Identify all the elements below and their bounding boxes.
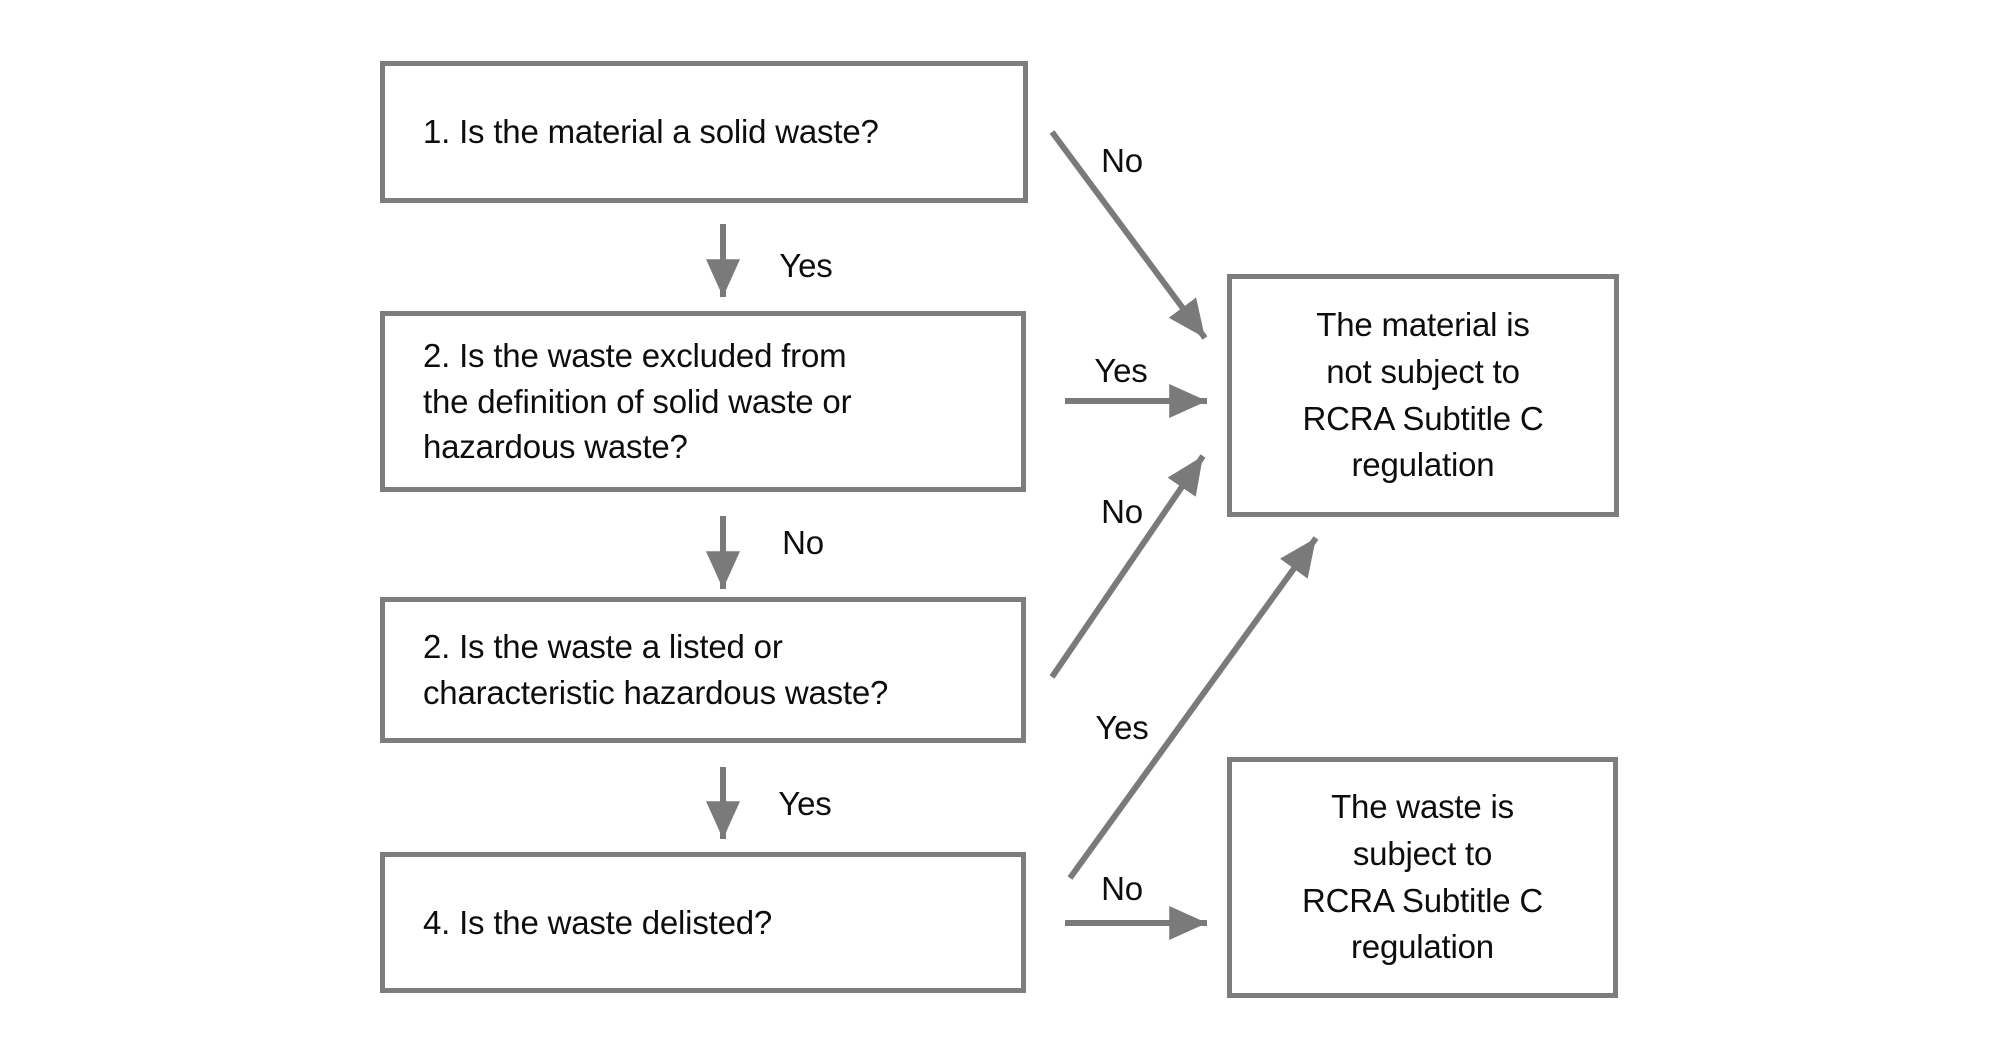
edge-label-q3-no: No [1101,493,1143,530]
outcome-box-not-subject: The material is not subject to RCRA Subt… [1227,274,1619,517]
question-box-4-text: 4. Is the waste delisted? [423,903,773,941]
edge-label-q4-no: No [1101,870,1143,907]
question-box-2-text: 2. Is the waste excluded from the defini… [423,337,852,466]
outcome-not-subject-text: The material is not subject to RCRA Subt… [1302,305,1544,484]
edge-label-q2-no: No [782,524,824,561]
question-box-3-text: 2. Is the waste a listed or characterist… [423,628,889,711]
question-box-1: 1. Is the material a solid waste? [380,61,1028,203]
edge-label-q2-yes: Yes [1094,352,1148,389]
edge-label-q3-yes: Yes [778,785,832,822]
question-box-4: 4. Is the waste delisted? [380,852,1026,993]
edge-label-q1-yes: Yes [779,247,833,284]
arrow-q1-to-not-subject [1049,130,1208,340]
edge-label-q1-no: No [1101,142,1143,179]
outcome-subject-text: The waste is subject to RCRA Subtitle C … [1302,787,1543,966]
question-box-2: 2. Is the waste excluded from the defini… [380,311,1026,492]
edge-label-q4-yes: Yes [1095,709,1149,746]
arrow-q3-to-not-subject [1049,454,1206,679]
question-box-3: 2. Is the waste a listed or characterist… [380,597,1026,743]
question-box-1-text: 1. Is the material a solid waste? [423,113,879,151]
arrow-q4-to-not-subject [1067,536,1319,880]
outcome-box-subject: The waste is subject to RCRA Subtitle C … [1227,757,1618,998]
